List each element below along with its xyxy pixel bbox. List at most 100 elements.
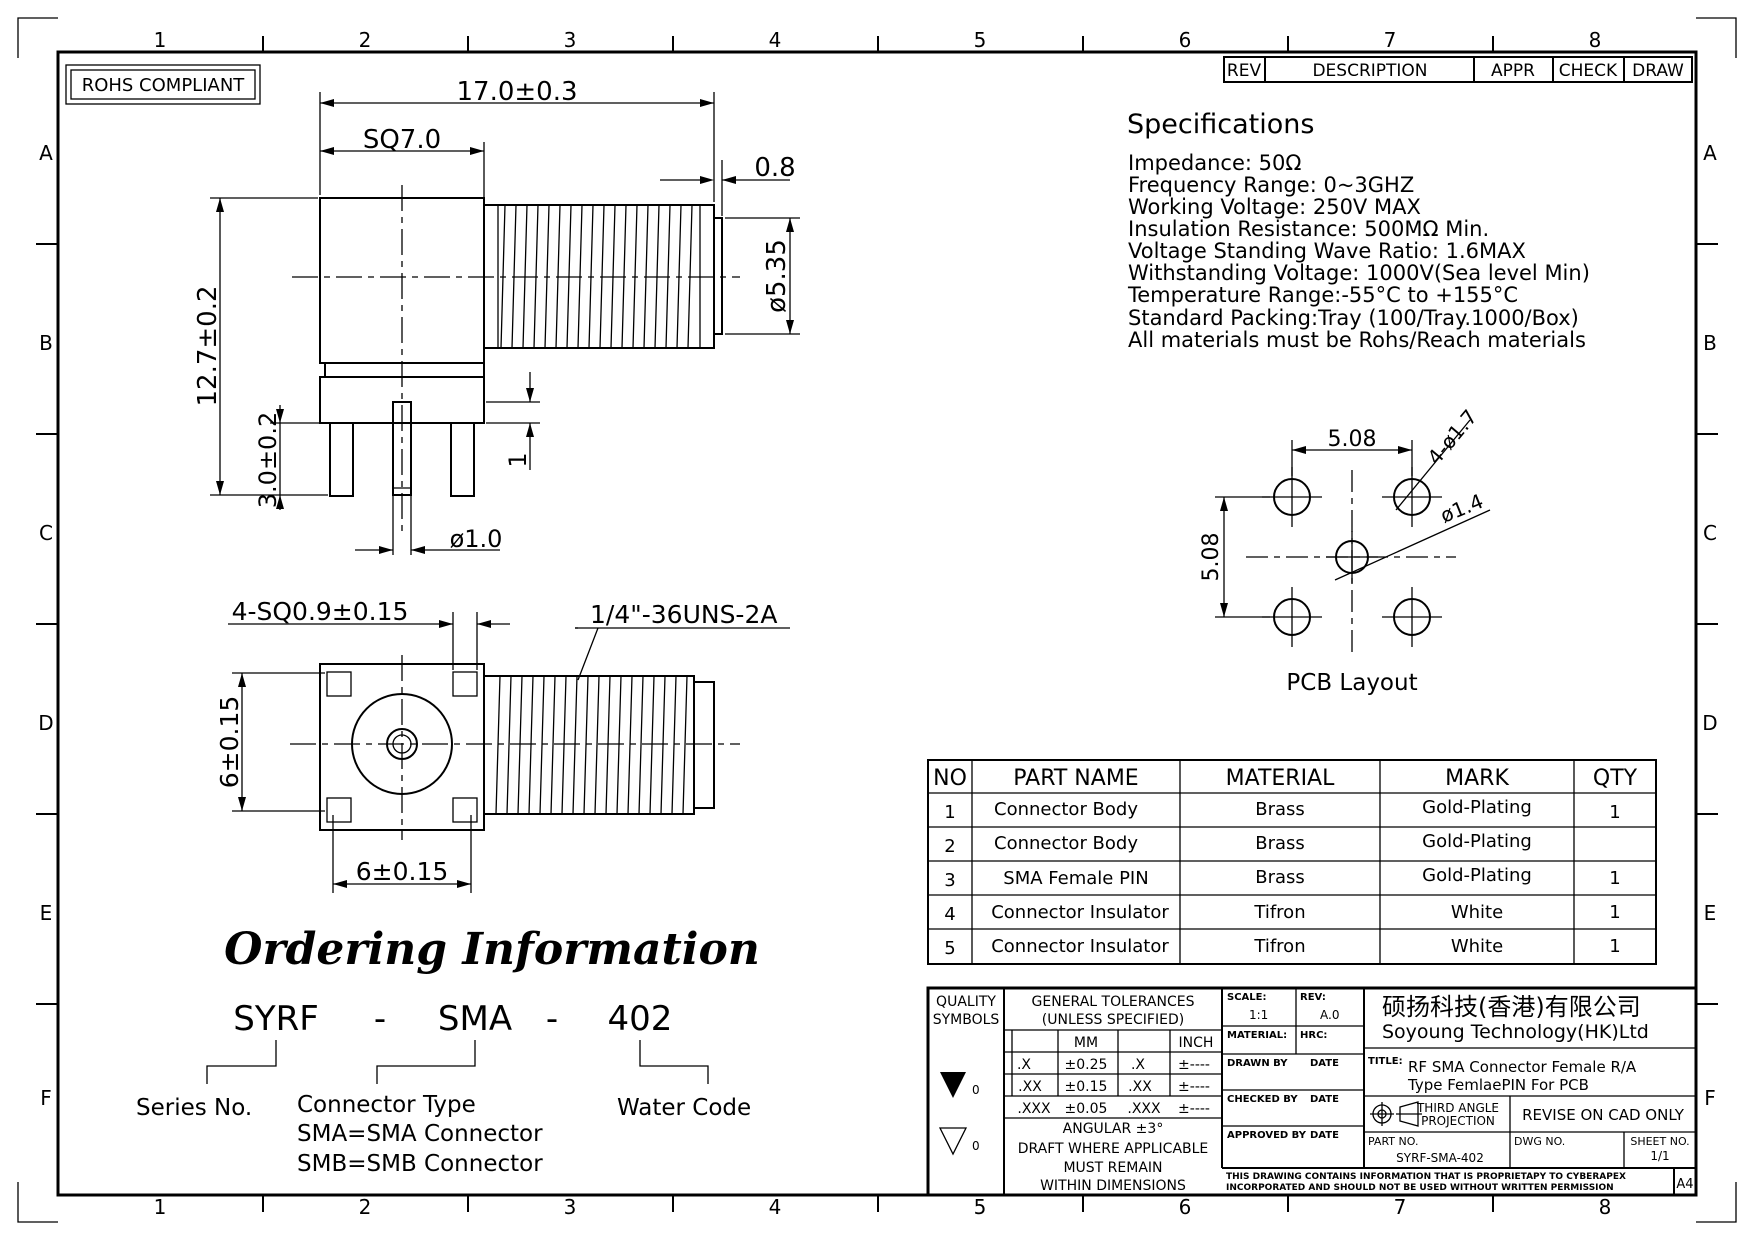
bom-cell: 5 bbox=[944, 938, 955, 959]
spec-line: Working Voltage: 250V MAX bbox=[1128, 195, 1421, 219]
zone-labels: 1 2 3 4 5 6 7 8 1 2 3 4 5 6 7 8 A B C D … bbox=[38, 28, 1717, 1219]
quality-label-2: SYMBOLS bbox=[933, 1012, 1000, 1028]
scale-value: 1:1 bbox=[1249, 1008, 1268, 1022]
spec-line: Voltage Standing Wave Ratio: 1.6MAX bbox=[1128, 239, 1526, 263]
tol-cell: .X bbox=[1131, 1057, 1145, 1073]
zone-top-7: 7 bbox=[1384, 28, 1397, 52]
type-option-sma: SMA=SMA Connector bbox=[297, 1121, 543, 1147]
rohs-label: ROHS COMPLIANT bbox=[82, 75, 246, 96]
zone-right-f: F bbox=[1704, 1086, 1716, 1110]
dim-height: 12.7±0.2 bbox=[193, 285, 223, 406]
zone-right-a: A bbox=[1703, 141, 1717, 165]
spec-line: Impedance: 50Ω bbox=[1128, 151, 1301, 175]
side-view: 17.0±0.3 SQ7.0 0.8 ø5.35 12.7±0.2 3.0±0.… bbox=[193, 77, 800, 555]
bom-cell: Connector Insulator bbox=[991, 902, 1169, 923]
drawing-title-1: RF SMA Connector Female R/A bbox=[1408, 1058, 1637, 1076]
company-name-en: Soyoung Technology(HK)Ltd bbox=[1382, 1021, 1649, 1043]
title-label: TITLE: bbox=[1368, 1056, 1403, 1067]
sheet-no-label: SHEET NO. bbox=[1630, 1135, 1689, 1148]
bom-cell: Gold-Plating bbox=[1422, 831, 1532, 852]
zone-bottom-2: 2 bbox=[359, 1195, 372, 1219]
approved-date-label: DATE bbox=[1310, 1130, 1339, 1141]
bom-cell: Brass bbox=[1255, 867, 1305, 888]
revise-note: REVISE ON CAD ONLY bbox=[1522, 1106, 1685, 1124]
spec-line: Temperature Range:-55°C to +155°C bbox=[1127, 283, 1518, 307]
pcb-pitch-h: 5.08 bbox=[1328, 427, 1377, 452]
appr-header: APPR bbox=[1491, 61, 1535, 81]
drawn-date-label: DATE bbox=[1310, 1058, 1339, 1069]
checked-date-label: DATE bbox=[1310, 1094, 1339, 1105]
code-type: SMA bbox=[438, 999, 512, 1039]
scale-label: SCALE: bbox=[1227, 992, 1266, 1003]
tol-cell: .XXX bbox=[1127, 1101, 1161, 1117]
dim-square: SQ7.0 bbox=[363, 125, 441, 155]
drawing-title-2: Type FemlaePIN For PCB bbox=[1407, 1076, 1589, 1094]
pcb-center-hole: ø1.4 bbox=[1437, 489, 1487, 528]
pcb-layout: 5.08 5.08 4-ø1.7 ø1.4 PCB Layout bbox=[1199, 405, 1491, 696]
tol-cell: .X bbox=[1017, 1057, 1031, 1073]
tol-cell: .XXX bbox=[1017, 1101, 1051, 1117]
drawn-by-label: DRAWN BY bbox=[1227, 1058, 1288, 1069]
zone-left-d: D bbox=[38, 711, 53, 735]
zone-bottom-1: 1 bbox=[154, 1195, 167, 1219]
part-no-value: SYRF-SMA-402 bbox=[1396, 1151, 1484, 1165]
zone-bottom-5: 5 bbox=[974, 1195, 987, 1219]
dim-thread-spec: 1/4"-36UNS-2A bbox=[590, 600, 777, 629]
type-option-smb: SMB=SMB Connector bbox=[297, 1151, 543, 1177]
code-series: SYRF bbox=[233, 999, 319, 1039]
zone-bottom-8: 8 bbox=[1599, 1195, 1612, 1219]
bom-header-material: MATERIAL bbox=[1226, 766, 1335, 791]
zone-top-2: 2 bbox=[359, 28, 372, 52]
zone-top-8: 8 bbox=[1589, 28, 1602, 52]
bom-cell: 1 bbox=[1609, 936, 1620, 957]
symbol-2-value: 0 bbox=[972, 1139, 980, 1153]
revision-table: REV DESCRIPTION APPR CHECK DRAW bbox=[1223, 56, 1693, 83]
specs-heading: Specifications bbox=[1127, 109, 1314, 140]
zone-bottom-3: 3 bbox=[564, 1195, 577, 1219]
dim-pin-dia: ø1.0 bbox=[450, 525, 503, 553]
code-water: 402 bbox=[608, 999, 673, 1039]
bom-cell: Connector Insulator bbox=[991, 936, 1169, 957]
bom-cell: Gold-Plating bbox=[1422, 797, 1532, 818]
zone-bottom-7: 7 bbox=[1394, 1195, 1407, 1219]
checked-by-label: CHECKED BY bbox=[1227, 1094, 1298, 1105]
bom-cell: Connector Body bbox=[994, 799, 1138, 820]
dim-thread-dia: ø5.35 bbox=[762, 239, 792, 313]
spec-line: Frequency Range: 0~3GHZ bbox=[1128, 173, 1414, 197]
bom-cell: SMA Female PIN bbox=[1003, 868, 1148, 889]
quality-label-1: QUALITY bbox=[936, 994, 996, 1010]
dwg-no-label: DWG NO. bbox=[1514, 1135, 1565, 1148]
bom-cell: 1 bbox=[1609, 902, 1620, 923]
bom-cell: 2 bbox=[944, 836, 955, 857]
zone-top-4: 4 bbox=[769, 28, 782, 52]
zone-top-3: 3 bbox=[564, 28, 577, 52]
bottom-view: 4-SQ0.9±0.15 1/4"-36UNS-2A 6±0.15 6±0.15 bbox=[215, 597, 790, 893]
zone-bottom-6: 6 bbox=[1179, 1195, 1192, 1219]
tol-cell: ±0.15 bbox=[1065, 1079, 1108, 1095]
bom-table: NO PART NAME MATERIAL MARK QTY 1 Connect… bbox=[927, 759, 1657, 965]
approved-by-label: APPROVED BY bbox=[1227, 1130, 1307, 1141]
bom-header-qty: QTY bbox=[1593, 766, 1638, 791]
bom-cell: Tifron bbox=[1253, 902, 1305, 923]
bom-header-part: PART NAME bbox=[1013, 766, 1138, 791]
zone-bottom-4: 4 bbox=[769, 1195, 782, 1219]
dim-end-gap: 0.8 bbox=[754, 153, 795, 183]
bom-header-mark: MARK bbox=[1445, 766, 1509, 791]
bom-cell: White bbox=[1451, 902, 1503, 923]
bom-cell: Brass bbox=[1255, 799, 1305, 820]
spec-line: Withstanding Voltage: 1000V(Sea level Mi… bbox=[1128, 261, 1590, 285]
hrc-label: HRC: bbox=[1300, 1030, 1327, 1041]
series-label: Series No. bbox=[136, 1095, 252, 1121]
bom-cell: Gold-Plating bbox=[1422, 865, 1532, 886]
projection-1: THIRD ANGLE bbox=[1416, 1101, 1499, 1115]
zone-right-e: E bbox=[1704, 901, 1717, 925]
pcb-caption: PCB Layout bbox=[1286, 670, 1417, 696]
pcb-pitch-v: 5.08 bbox=[1199, 533, 1224, 582]
part-no-label: PART NO. bbox=[1368, 1135, 1418, 1148]
tol-cell: ±0.25 bbox=[1065, 1057, 1108, 1073]
description-header: DESCRIPTION bbox=[1312, 61, 1427, 81]
proprietary-notice-1: THIS DRAWING CONTAINS INFORMATION THAT I… bbox=[1226, 1172, 1626, 1182]
projection-2: PROJECTION bbox=[1421, 1114, 1495, 1128]
zone-left-e: E bbox=[40, 901, 53, 925]
rev-label: REV: bbox=[1300, 992, 1326, 1003]
